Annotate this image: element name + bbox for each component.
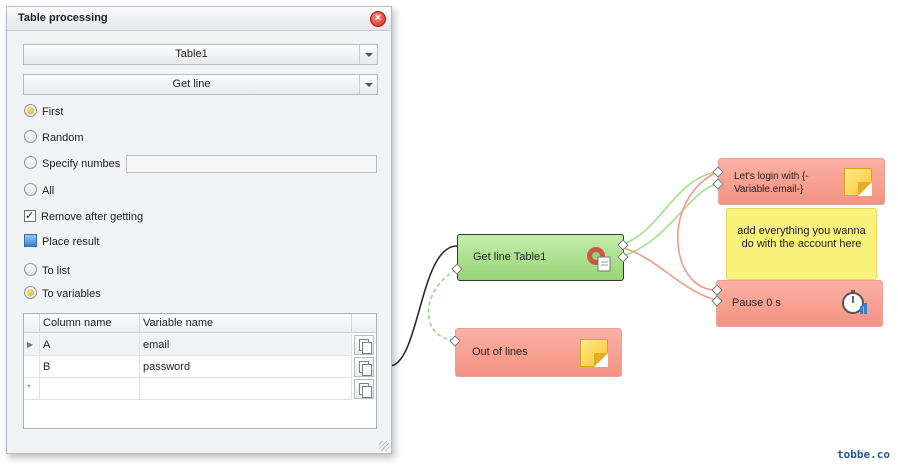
place-result-label: Place result [24, 234, 99, 250]
radio-label: All [42, 185, 55, 197]
radio-button[interactable] [24, 104, 37, 117]
comment-note[interactable]: add everything you wanna do with the acc… [726, 208, 877, 280]
radio-all[interactable]: All [24, 183, 54, 199]
table-select-value: Table1 [175, 48, 208, 60]
remove-after-getting-checkbox[interactable]: Remove after getting [24, 208, 144, 225]
column-header-column-name[interactable]: Column name [40, 314, 140, 333]
node-label: Let's login with {-Variable.email-} [734, 171, 809, 195]
radio-specify-numbers[interactable]: Specify numbes [24, 156, 120, 172]
section-label: Place result [42, 236, 100, 248]
table-cell[interactable]: B [40, 356, 140, 378]
radio-random[interactable]: Random [24, 130, 84, 146]
checkbox-label: Remove after getting [41, 211, 144, 223]
table-cell[interactable]: A [40, 334, 140, 356]
column-header-variable-name[interactable]: Variable name [140, 314, 352, 333]
row-header [24, 356, 40, 378]
copy-icon[interactable] [354, 379, 374, 399]
grid-corner [24, 314, 40, 333]
dialog-title: Table processing [18, 12, 108, 24]
radio-label: Specify numbes [42, 158, 121, 170]
radio-label: Random [42, 132, 84, 144]
dialog-titlebar[interactable]: Table processing × [7, 7, 391, 31]
chevron-down-icon[interactable] [359, 45, 377, 64]
checkbox[interactable] [24, 208, 36, 224]
table-select[interactable]: Table1 [23, 44, 378, 65]
sticky-note-icon [844, 168, 872, 196]
place-result-icon [24, 234, 37, 247]
table-cell[interactable]: password [140, 356, 352, 378]
node-out-of-lines[interactable]: Out of lines [455, 328, 622, 377]
close-icon[interactable]: × [370, 11, 386, 27]
table-processing-dialog: Table processing × Table1 Get line First… [6, 6, 392, 454]
new-row-icon: * [24, 378, 40, 400]
table-cell[interactable]: email [140, 334, 352, 356]
resize-grip-icon[interactable] [379, 441, 389, 451]
copy-icon[interactable] [354, 357, 374, 377]
radio-to-list[interactable]: To list [24, 263, 70, 279]
grid-header-spacer [352, 314, 376, 333]
variables-grid: Column name Variable name ▶ A email B pa… [23, 313, 377, 429]
node-login-message[interactable]: Let's login with {-Variable.email-} [718, 158, 885, 205]
copy-icon[interactable] [354, 335, 374, 355]
specify-numbers-input[interactable] [126, 155, 377, 173]
radio-label: First [42, 106, 64, 118]
gear-document-icon [587, 247, 611, 272]
radio-first[interactable]: First [24, 104, 63, 120]
radio-button[interactable] [24, 156, 37, 169]
radio-to-variables[interactable]: To variables [24, 286, 101, 302]
radio-button[interactable] [24, 130, 37, 143]
node-label: Pause 0 s [732, 297, 781, 309]
action-select[interactable]: Get line [23, 74, 378, 95]
row-indicator-icon: ▶ [24, 334, 40, 356]
sticky-note-icon [580, 339, 608, 367]
stopwatch-icon [842, 290, 867, 314]
table-cell[interactable] [40, 378, 140, 400]
radio-label: To variables [42, 288, 101, 300]
table-cell[interactable] [140, 378, 352, 400]
node-label: Out of lines [472, 346, 528, 358]
comment-text: add everything you wanna do with the acc… [737, 225, 866, 250]
radio-label: To list [42, 265, 71, 277]
radio-button[interactable] [24, 183, 37, 196]
node-pause[interactable]: Pause 0 s [716, 280, 883, 327]
watermark: tobbe.co [837, 448, 890, 461]
node-get-line[interactable]: Get line Table1 [457, 234, 624, 281]
chevron-down-icon[interactable] [359, 75, 377, 94]
radio-button[interactable] [24, 286, 37, 299]
node-label: Get line Table1 [473, 251, 547, 263]
radio-button[interactable] [24, 263, 37, 276]
action-select-value: Get line [172, 78, 211, 90]
